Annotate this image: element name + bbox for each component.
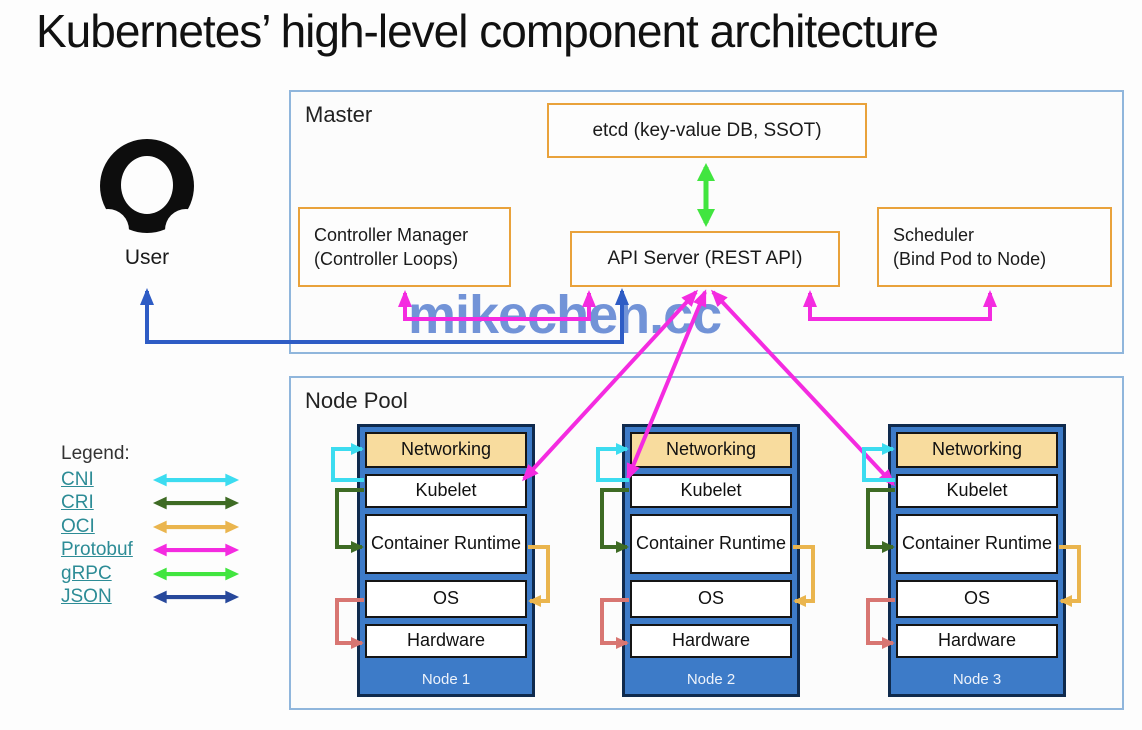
legend-link-json[interactable]: JSON bbox=[61, 586, 112, 608]
hardware-layer: Hardware bbox=[630, 624, 792, 658]
networking-layer: Networking bbox=[365, 432, 527, 468]
user-icon bbox=[95, 139, 199, 240]
legend-title: Legend: bbox=[61, 443, 130, 464]
node-footer-label: Node 2 bbox=[686, 671, 736, 688]
cni-arrow-icon bbox=[152, 473, 240, 487]
watermark: mikechen.cc bbox=[408, 285, 722, 345]
node-pool-label: Node Pool bbox=[305, 388, 408, 413]
legend-row-oci: OCI bbox=[61, 515, 240, 539]
api-server-label: API Server (REST API) bbox=[607, 248, 803, 269]
user-figure: User bbox=[95, 136, 199, 270]
kubelet-layer: Kubelet bbox=[365, 474, 527, 508]
protobuf-arrow-icon bbox=[152, 543, 240, 557]
scheduler-box: Scheduler (Bind Pod to Node) bbox=[877, 207, 1112, 287]
page-title: Kubernetes’ high-level component archite… bbox=[36, 5, 939, 57]
scheduler-label: Scheduler bbox=[893, 224, 975, 245]
oci-arrow-icon bbox=[152, 520, 240, 534]
cri-arrow-icon bbox=[152, 496, 240, 510]
legend-link-protobuf[interactable]: Protobuf bbox=[61, 539, 133, 561]
os-layer: OS bbox=[365, 580, 527, 618]
api-server-box: API Server (REST API) bbox=[570, 231, 840, 287]
controller-manager-label: Controller Manager bbox=[314, 224, 469, 245]
container-runtime-layer: Container Runtime bbox=[365, 514, 527, 574]
legend-link-cri[interactable]: CRI bbox=[61, 492, 94, 514]
user-label: User bbox=[124, 246, 170, 269]
networking-layer: Networking bbox=[630, 432, 792, 468]
etcd-box: etcd (key-value DB, SSOT) bbox=[547, 103, 867, 158]
container-runtime-layer: Container Runtime bbox=[896, 514, 1058, 574]
controller-manager-box: Controller Manager (Controller Loops) bbox=[298, 207, 511, 287]
node-footer-label: Node 1 bbox=[421, 671, 471, 688]
scheduler-sublabel: (Bind Pod to Node) bbox=[893, 249, 1047, 269]
os-layer: OS bbox=[896, 580, 1058, 618]
node-3: Networking Kubelet Container Runtime OS … bbox=[888, 424, 1066, 697]
legend-row-cri: CRI bbox=[61, 492, 240, 516]
legend-link-oci[interactable]: OCI bbox=[61, 515, 95, 537]
etcd-label: etcd (key-value DB, SSOT) bbox=[592, 119, 822, 141]
controller-manager-sublabel: (Controller Loops) bbox=[314, 249, 459, 269]
hardware-layer: Hardware bbox=[896, 624, 1058, 658]
kubelet-layer: Kubelet bbox=[630, 474, 792, 508]
kubelet-layer: Kubelet bbox=[896, 474, 1058, 508]
hardware-layer: Hardware bbox=[365, 624, 527, 658]
node-1: Networking Kubelet Container Runtime OS … bbox=[357, 424, 535, 697]
legend-row-cni: CNI bbox=[61, 468, 240, 492]
legend: Legend: CNI CRI OCI Protobuf bbox=[61, 443, 240, 609]
node-footer-label: Node 3 bbox=[952, 671, 1002, 688]
node-2: Networking Kubelet Container Runtime OS … bbox=[622, 424, 800, 697]
legend-link-grpc[interactable]: gRPC bbox=[61, 562, 112, 584]
container-runtime-layer: Container Runtime bbox=[630, 514, 792, 574]
legend-link-cni[interactable]: CNI bbox=[61, 468, 94, 490]
legend-row-json: JSON bbox=[61, 586, 240, 610]
json-arrow-icon bbox=[152, 590, 240, 604]
legend-row-grpc: gRPC bbox=[61, 562, 240, 586]
grpc-arrow-icon bbox=[152, 567, 240, 581]
legend-row-protobuf: Protobuf bbox=[61, 539, 240, 563]
master-label: Master bbox=[305, 102, 373, 127]
networking-layer: Networking bbox=[896, 432, 1058, 468]
os-layer: OS bbox=[630, 580, 792, 618]
